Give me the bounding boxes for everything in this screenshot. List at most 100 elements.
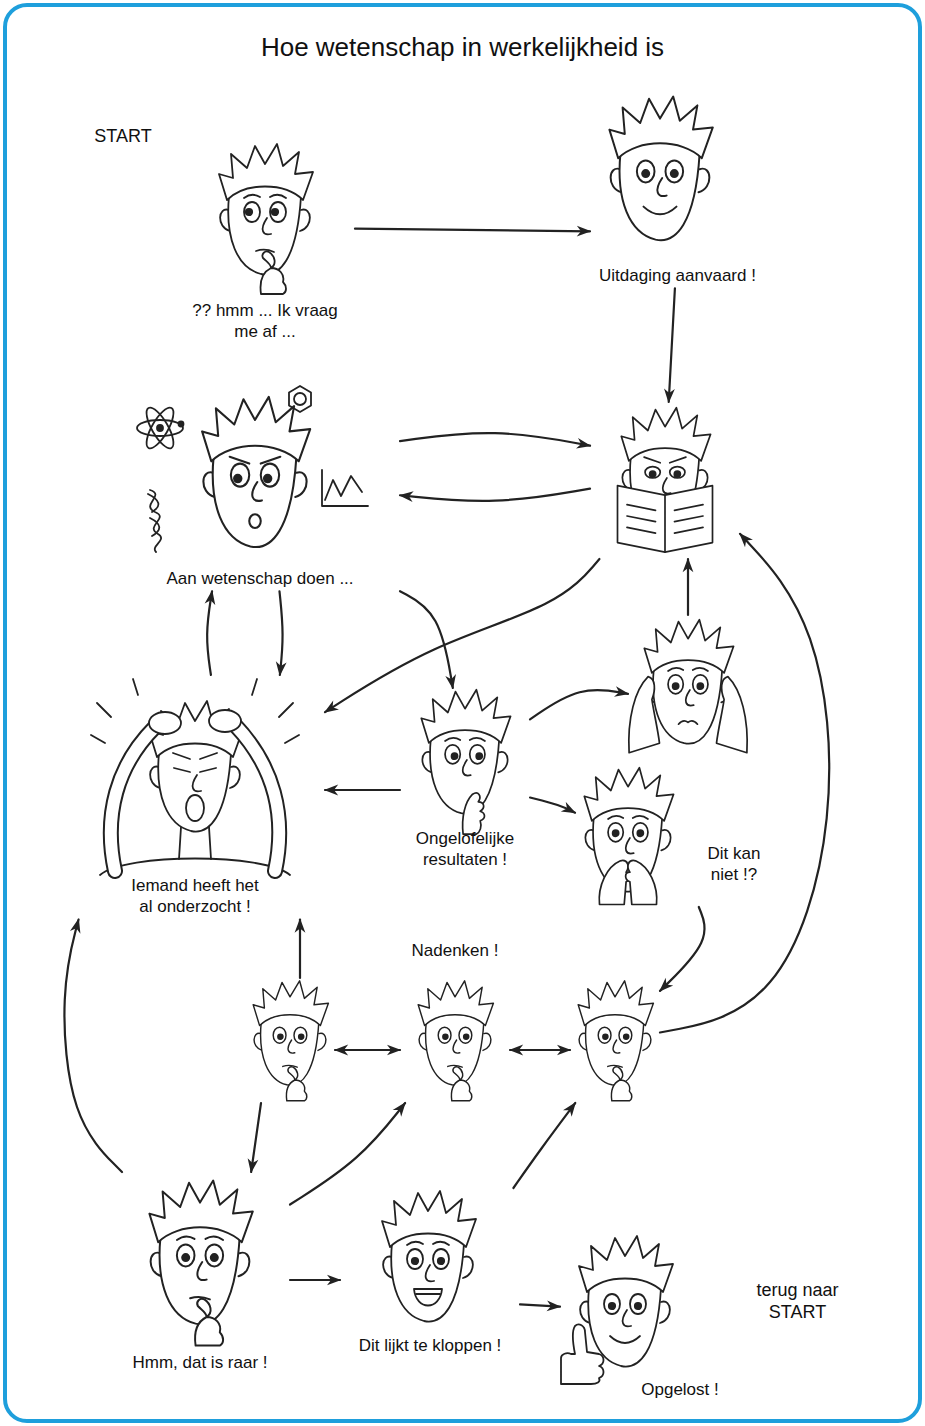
graph-icon bbox=[322, 470, 368, 506]
face-line bbox=[244, 195, 286, 198]
face-line bbox=[288, 1040, 295, 1053]
face-part bbox=[186, 795, 204, 821]
face-line bbox=[382, 1191, 476, 1247]
face-part bbox=[244, 202, 260, 222]
cartoon-face bbox=[202, 397, 310, 547]
flow-arrow bbox=[325, 789, 400, 791]
face-line bbox=[195, 1299, 223, 1346]
atom-electron bbox=[179, 422, 184, 427]
face-part bbox=[693, 675, 708, 694]
face-line bbox=[252, 482, 262, 501]
face-line bbox=[263, 218, 271, 234]
face-caption: Nadenken ! bbox=[400, 940, 510, 961]
face-line bbox=[414, 1289, 442, 1306]
cartoon-node bbox=[590, 402, 740, 559]
face-part bbox=[598, 1027, 611, 1043]
face-caption: Hmm, dat is raar ! bbox=[110, 1352, 290, 1373]
face-part bbox=[261, 464, 279, 487]
flow-arrow bbox=[400, 591, 453, 688]
pupil bbox=[272, 209, 278, 215]
pupil bbox=[278, 1034, 283, 1039]
atom-orbit bbox=[137, 420, 183, 436]
face-part bbox=[459, 1027, 472, 1043]
face-line bbox=[230, 766, 240, 788]
face-line bbox=[579, 1236, 673, 1292]
face-part bbox=[149, 712, 181, 734]
atom-orbit bbox=[142, 404, 179, 452]
cartoon-node: Aan wetenschap doen ... bbox=[120, 390, 400, 591]
face-line bbox=[111, 727, 155, 871]
face-part bbox=[294, 1027, 307, 1043]
atom-orbit bbox=[142, 404, 179, 452]
flow-arrow bbox=[530, 798, 575, 813]
face-part bbox=[407, 1249, 423, 1269]
face-line bbox=[407, 1242, 449, 1245]
face-line bbox=[621, 408, 710, 461]
atom-nucleus bbox=[157, 425, 163, 431]
face-part bbox=[668, 675, 683, 694]
face-line bbox=[295, 472, 306, 497]
face-part bbox=[630, 1294, 646, 1314]
pupil bbox=[182, 1254, 189, 1261]
cartoon-node: Uitdaging aanvaard ! bbox=[590, 90, 765, 288]
cartoon-face bbox=[382, 1191, 476, 1322]
face-line bbox=[599, 861, 630, 905]
cartoon-face bbox=[219, 144, 313, 294]
face-line bbox=[483, 1033, 491, 1050]
face-part bbox=[619, 1027, 632, 1043]
face-line bbox=[717, 677, 748, 753]
face-line bbox=[463, 1256, 473, 1278]
face-line bbox=[100, 859, 290, 876]
face-line bbox=[174, 768, 216, 772]
pupil bbox=[464, 1034, 469, 1039]
pupil bbox=[624, 1034, 629, 1039]
page-frame bbox=[5, 5, 920, 1421]
cartoon-face bbox=[609, 97, 712, 241]
flow-arrow bbox=[251, 1103, 261, 1172]
pupil bbox=[246, 209, 252, 215]
pupil bbox=[674, 471, 680, 477]
cartoon-node: Ongelofelijke resultaten ! bbox=[400, 688, 530, 873]
pupil bbox=[635, 1303, 641, 1309]
cartoon-face bbox=[561, 1236, 673, 1384]
atom-icon bbox=[137, 404, 184, 452]
face-caption: Iemand heeft het al onderzocht ! bbox=[126, 875, 264, 918]
face-line bbox=[416, 1293, 440, 1295]
flow-arrow bbox=[279, 591, 282, 675]
flow-arrow bbox=[207, 591, 212, 675]
cartoon-face bbox=[418, 981, 493, 1101]
face-line bbox=[578, 981, 653, 1026]
face-part bbox=[249, 514, 261, 528]
face-part bbox=[438, 1027, 451, 1043]
cartoon-node bbox=[245, 978, 335, 1103]
face-part bbox=[666, 160, 684, 182]
pupil bbox=[299, 1034, 304, 1039]
flow-arrow bbox=[660, 907, 705, 991]
face-line bbox=[149, 701, 243, 757]
face-line bbox=[668, 668, 708, 671]
pupil bbox=[697, 683, 703, 689]
face-line bbox=[253, 981, 328, 1026]
flow-label: START bbox=[78, 126, 168, 148]
cartoon-face bbox=[578, 981, 653, 1101]
face-line bbox=[260, 251, 286, 294]
face-line bbox=[318, 1033, 326, 1050]
face-line bbox=[643, 1033, 651, 1050]
cartoon-node: Nadenken ! bbox=[400, 940, 510, 1103]
flow-arrow bbox=[325, 559, 599, 712]
face-line bbox=[445, 738, 485, 741]
face-part bbox=[633, 823, 648, 842]
face-part bbox=[604, 1294, 620, 1314]
face-line bbox=[426, 1265, 434, 1281]
face-part bbox=[445, 745, 460, 764]
diagram-title: Hoe wetenschap in werkelijkheid is bbox=[0, 32, 925, 63]
face-line bbox=[661, 830, 670, 850]
flow-arrow bbox=[510, 1049, 570, 1051]
face-line bbox=[679, 721, 698, 724]
face-part bbox=[670, 467, 685, 478]
pupil bbox=[642, 170, 649, 177]
face-line bbox=[235, 725, 279, 871]
